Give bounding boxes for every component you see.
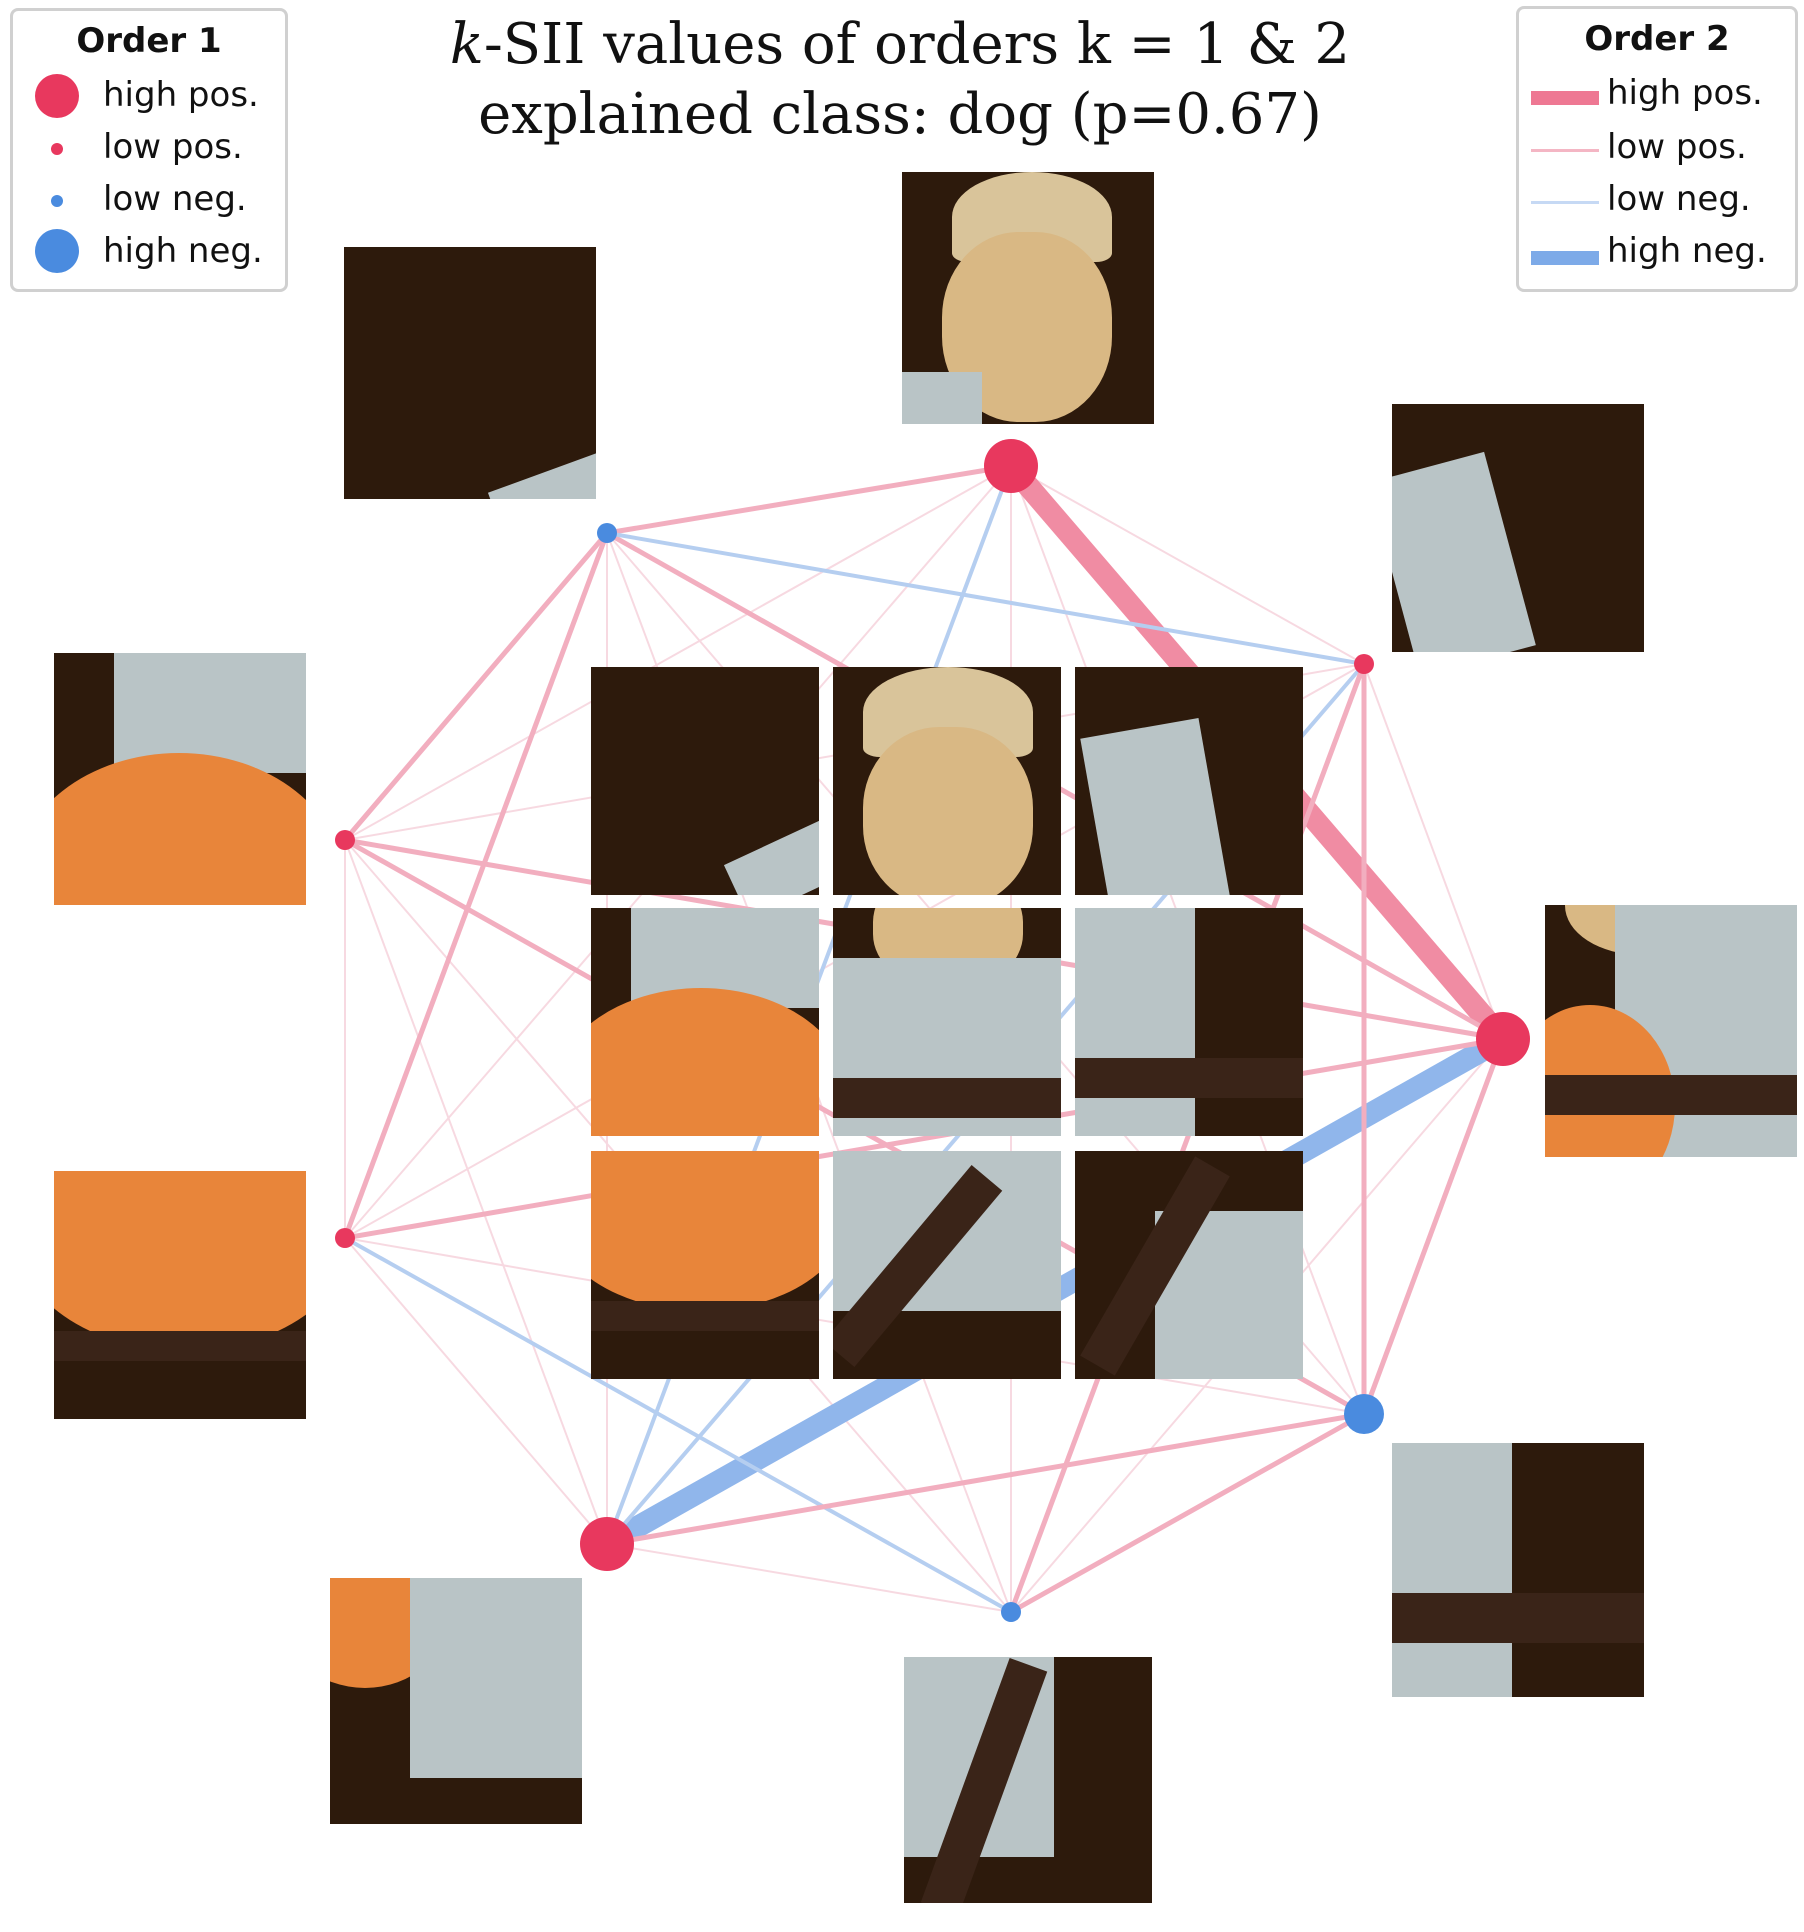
node-top-right <box>1354 654 1374 674</box>
legend-order-1-title: Order 1 <box>76 21 222 61</box>
edge-faint-lower-left-bottom-left <box>344 1237 608 1545</box>
node-lower-left <box>335 1228 355 1248</box>
legend-order-2: Order 2 high pos. low pos. low neg. high… <box>1516 6 1798 292</box>
center-patch-2-2 <box>833 908 1061 1136</box>
legend-order-1-item-4: high neg. <box>103 231 263 271</box>
edge-faint-top-left <box>344 465 1012 841</box>
center-patch-2-2-shape <box>833 1078 1061 1118</box>
center-patch-2-3-shape <box>1075 908 1195 1136</box>
title-line-1: k-SII values of orders k = 1 & 2 <box>430 10 1370 80</box>
title-k: k <box>449 12 484 77</box>
title-line-2: explained class: dog (p=0.67) <box>478 82 1322 147</box>
node-bottom <box>1001 1602 1021 1622</box>
patch-shirt-guitar-right-shape <box>1545 1075 1797 1115</box>
edge-lower-left-top-left <box>342 532 610 1239</box>
center-patch-2-1-shape <box>591 988 819 1136</box>
legend-order-2-item-3: low neg. <box>1607 179 1751 219</box>
patch-lap-shape <box>410 1578 582 1778</box>
center-patch-2-1 <box>591 908 819 1136</box>
node-right <box>1476 1012 1530 1066</box>
low-pos-dot-icon <box>51 143 63 155</box>
patch-guitar-body-shape <box>54 1331 306 1361</box>
patch-hand-neck-shape <box>1392 1443 1512 1697</box>
node-lower-right <box>1344 1394 1384 1434</box>
patch-dark-wood <box>344 247 596 499</box>
patch-arm-guitar-shape <box>54 753 306 905</box>
legend-order-1: Order 1 high pos. low pos. low neg. high… <box>10 8 288 292</box>
patch-lap <box>330 1578 582 1824</box>
legend-order-2-item-4: high neg. <box>1607 231 1767 271</box>
edge-bottom-top-right <box>1008 663 1367 1613</box>
edge-top-left-top-right <box>606 531 1365 666</box>
node-bottom-left <box>580 1517 634 1571</box>
edge-right-lower-right <box>1361 1038 1506 1415</box>
center-patch-2-3-shape <box>1075 1058 1303 1098</box>
edge-lower-left-right <box>344 1036 1504 1241</box>
edge-lower-left-bottom <box>344 1236 1012 1614</box>
high-pos-edge-icon <box>1531 91 1599 105</box>
edge-faint-top-right-right <box>1363 663 1504 1040</box>
center-patch-1-3 <box>1075 667 1303 895</box>
center-patch-1-1 <box>591 667 819 895</box>
patch-guitar-body-shape <box>54 1171 306 1351</box>
node-top-left <box>597 523 617 543</box>
center-patch-3-1 <box>591 1151 819 1379</box>
edge-bottom-lower-right <box>1009 1411 1366 1615</box>
high-neg-dot-icon <box>35 229 79 273</box>
center-patch-2-3 <box>1075 908 1303 1136</box>
patch-hand-neck-shape <box>1392 1593 1644 1643</box>
edge-bottom-left-lower-right <box>606 1411 1365 1547</box>
edge-faint-bottom-left-bottom <box>606 1543 1012 1613</box>
patch-arm-guitar <box>54 653 306 905</box>
center-patch-3-2 <box>833 1151 1061 1379</box>
low-neg-dot-icon <box>51 195 63 207</box>
edge-faint-left-bottom-left <box>344 839 608 1545</box>
node-left <box>335 830 355 850</box>
high-neg-edge-icon <box>1531 251 1599 265</box>
legend-order-1-item-2: low pos. <box>103 127 243 167</box>
edge-faint-top-top-right <box>1010 465 1365 665</box>
center-patch-3-3 <box>1075 1151 1303 1379</box>
legend-order-2-title: Order 2 <box>1584 19 1730 59</box>
patch-leg <box>904 1657 1152 1903</box>
legend-order-2-item-2: low pos. <box>1607 127 1747 167</box>
legend-order-1-item-1: high pos. <box>103 75 259 115</box>
patch-shoulder <box>1392 404 1644 652</box>
edge-top-left-top <box>606 463 1012 536</box>
edge-left-top-left <box>343 531 609 842</box>
center-patch-1-2-shape <box>863 727 1033 895</box>
center-patch-1-2 <box>833 667 1061 895</box>
low-pos-edge-icon <box>1531 149 1599 152</box>
legend-order-1-item-3: low neg. <box>103 179 247 219</box>
patch-dog-face <box>902 172 1154 424</box>
patch-dog-face-shape <box>902 372 982 424</box>
center-patch-3-1-shape <box>591 1151 819 1311</box>
center-patch-3-1-shape <box>591 1301 819 1331</box>
patch-guitar-body <box>54 1171 306 1419</box>
patch-shirt-guitar-right <box>1545 905 1797 1157</box>
figure-title: k-SII values of orders k = 1 & 2 explain… <box>430 10 1370 150</box>
low-neg-edge-icon <box>1531 201 1599 204</box>
title-line-1-text: -SII values of orders k = 1 & 2 <box>483 12 1351 77</box>
patch-hand-neck <box>1392 1443 1644 1697</box>
high-pos-dot-icon <box>35 74 79 118</box>
legend-order-2-item-1: high pos. <box>1607 73 1763 113</box>
patch-arm-guitar-shape <box>114 653 306 773</box>
node-top <box>984 439 1038 493</box>
